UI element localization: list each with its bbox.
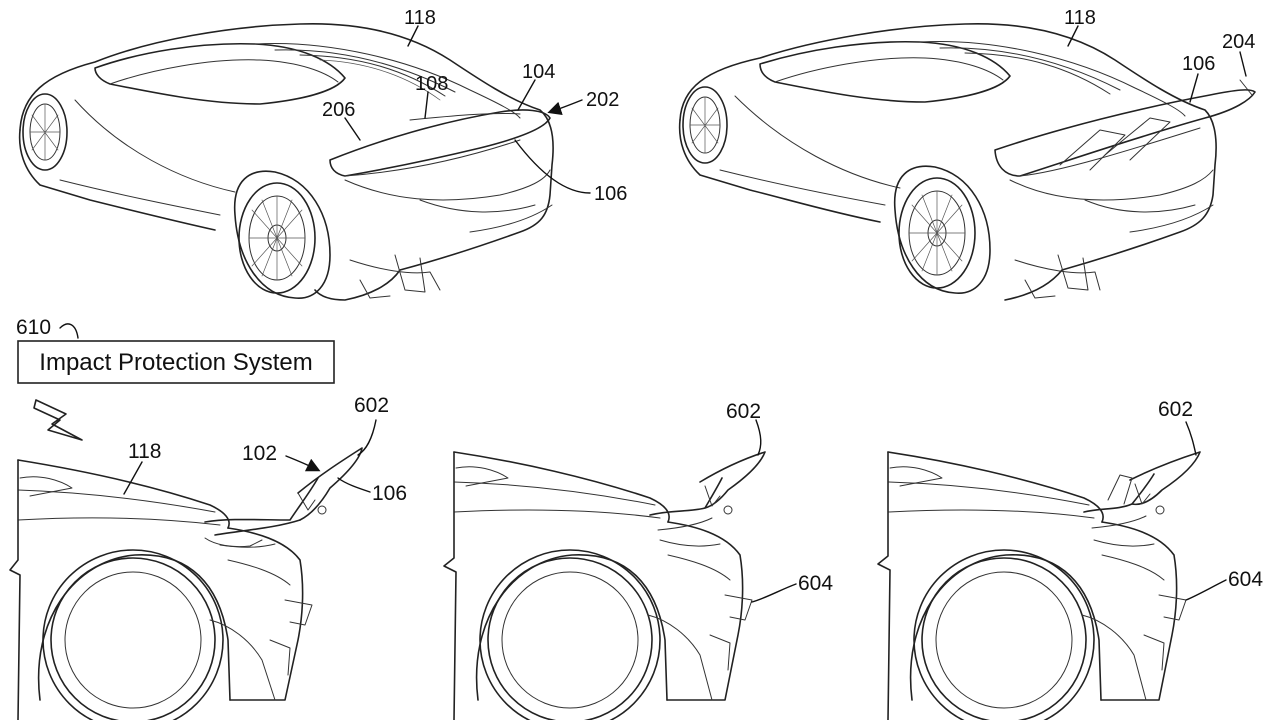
ref-106-top-right: 106: [1182, 53, 1215, 75]
ref-202: 202: [586, 89, 619, 111]
ref-118-top-right: 118: [1064, 7, 1096, 29]
impact-protection-system-block: 610 Impact Protection System: [16, 316, 335, 441]
ref-204: 204: [1222, 31, 1255, 53]
ref-604-middle: 604: [798, 572, 833, 595]
ref-118-bottom: 118: [128, 440, 161, 463]
ref-106-bottom: 106: [372, 482, 407, 505]
ref-102: 102: [242, 442, 277, 465]
ref-602-left: 602: [354, 394, 389, 417]
rear-detail-right: [877, 421, 1227, 720]
car-rear-view-deployed: [678, 22, 1256, 301]
ref-118-top-left: 118: [404, 7, 436, 29]
ref-206: 206: [322, 99, 355, 121]
rear-detail-left: [9, 419, 377, 720]
lightning-icon: [33, 399, 83, 441]
ref-106-top-left: 106: [594, 183, 627, 205]
ref-104: 104: [522, 61, 555, 83]
ref-604-right: 604: [1228, 568, 1263, 591]
ref-602-right: 602: [1158, 398, 1193, 421]
ref-108: 108: [415, 73, 448, 95]
ref-610: 610: [16, 316, 51, 339]
rear-detail-middle: [443, 419, 797, 720]
ref-602-middle: 602: [726, 400, 761, 423]
car-rear-view-retracted: [18, 22, 591, 301]
system-label: Impact Protection System: [39, 349, 312, 376]
